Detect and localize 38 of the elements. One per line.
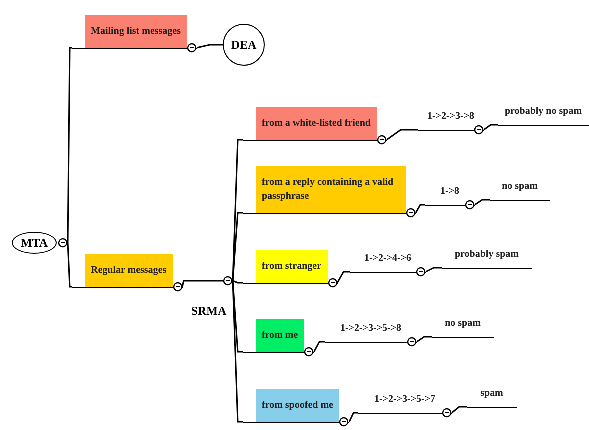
connector [232,212,243,282]
topic-label: Mailing list messages [85,14,187,48]
connector [314,341,325,352]
node-label: probably spam [454,248,519,262]
connector [348,412,358,422]
connector [426,267,442,273]
connector [484,124,498,131]
connector [232,280,243,423]
connector [415,204,425,214]
node-label: 1->8 [440,185,460,199]
topic-label: from a white-listed friend [256,106,377,140]
node-label: 1->2->3->5->7 [374,393,436,407]
topic-label: from a reply containing a valid passphrase [256,166,406,213]
node-label: 1->2->3->8 [427,110,475,124]
connector [336,271,350,284]
connector [196,44,223,49]
connector [67,242,72,288]
path-branch [442,247,532,269]
node-label: SRMA [191,303,227,320]
connector [452,406,467,414]
path-branch [498,104,589,126]
connector [67,47,72,243]
node-label: probably no spam [504,105,582,119]
node-label: DEA [231,37,257,54]
node-label: MTA [20,235,48,252]
node-label: 1->2->3->5->8 [340,322,402,336]
topic-label: from me [256,318,304,352]
topic-label: Regular messages [85,254,173,287]
topic-label: from stranger [256,250,328,283]
topic-label: from spoofed me [256,388,340,422]
connector [386,129,418,141]
node-label: no spam [502,180,538,194]
node-label: 1->2->4->6 [364,252,412,266]
connector [416,336,432,343]
node-label: spam [480,387,504,401]
connector [474,199,490,206]
node-label: no spam [445,317,481,331]
connector [232,280,243,284]
